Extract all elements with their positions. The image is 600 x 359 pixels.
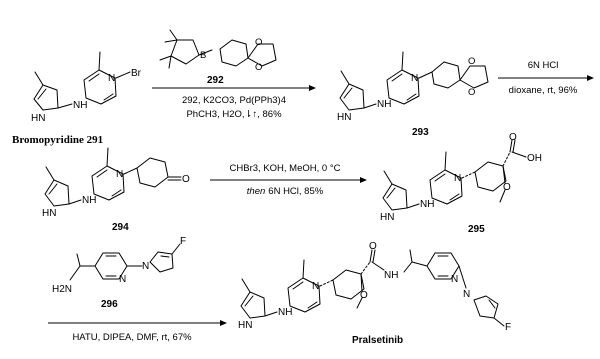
pyrimidine-n-label: N	[116, 169, 123, 180]
compound-291-label: Bromopyridine 291	[12, 134, 103, 146]
step2-reagents: 6N HCl	[528, 60, 559, 71]
pyrazole-n-label: N	[142, 261, 149, 272]
pyrazole-hn-label: HN	[238, 320, 252, 331]
amide-o-label: O	[369, 241, 377, 252]
step-4: HATU, DIPEA, DMF, rt, 67%	[48, 320, 227, 343]
amine-nh-label: NH	[420, 199, 434, 210]
amide-nh-label: NH	[384, 270, 398, 281]
amine-h2n-label: H2N	[52, 284, 72, 295]
pyrazole-hn-label: HN	[31, 113, 45, 124]
compound-291: HN NH N Br Bromopyridine 291	[12, 51, 142, 146]
step-2: 6N HCl dioxane, rt, 96%	[498, 60, 594, 96]
fluoro-label: F	[180, 236, 186, 247]
h2n-text: H2N	[52, 284, 72, 295]
amine-nh-label: NH	[73, 100, 87, 111]
compound-294: HN NH N O 294	[42, 147, 190, 233]
pyridine-n-label: N	[451, 274, 458, 285]
pyridine-n-label: N	[119, 274, 126, 285]
compound-296: H2N N N F 296	[52, 236, 186, 310]
methoxy-o-label: O	[503, 182, 511, 193]
step3-conditions: 6N HCl, 85%	[268, 186, 323, 197]
hydroxyl-label: OH	[527, 153, 542, 164]
amine-nh-label: NH	[377, 99, 391, 110]
compound-293-label: 293	[412, 127, 429, 138]
carbonyl-o-label: O	[509, 132, 517, 143]
pyrazole-hn-label: HN	[42, 208, 56, 219]
compound-293: HN NH N O O 293	[337, 51, 489, 138]
compound-296-label: 296	[101, 299, 118, 310]
dioxolane-o2-label: O	[468, 87, 475, 98]
pyrimidine-n-label: N	[312, 281, 319, 292]
product-pralsetinib: HN NH N O O NH N N F Pralsetinib	[238, 241, 511, 346]
amine-nh-label: NH	[82, 195, 96, 206]
step1-reagents: 292, K2CO3, Pd(PPh3)4	[182, 95, 286, 106]
step1-conditions: PhCH3, H2O,⇂↑, 86%	[186, 109, 282, 120]
dioxolane-o2-label: O	[255, 62, 262, 73]
amine-nh-label: NH	[278, 307, 292, 318]
compound-292-label: 292	[207, 75, 224, 86]
ketone-o-label: O	[182, 174, 190, 185]
dioxolane-o1-label: O	[255, 37, 262, 48]
dioxolane-o1-label: O	[468, 56, 475, 67]
pyrimidine-n-label: N	[108, 73, 115, 84]
fluoro-label: F	[505, 322, 511, 333]
pyrazole-hn-label: HN	[337, 112, 351, 123]
methoxy-o-label: O	[360, 290, 368, 301]
step4-reagents: HATU, DIPEA, DMF, rt, 67%	[72, 332, 192, 343]
pyrazole-hn-label: HN	[380, 212, 394, 223]
step2-conditions: dioxane, rt, 96%	[509, 85, 578, 96]
step3-reagents: CHBr3, KOH, MeOH, 0 °C	[230, 163, 341, 174]
compound-295-label: 295	[468, 224, 485, 235]
boron-label: B	[200, 50, 206, 61]
product-label: Pralsetinib	[352, 335, 403, 346]
pyrimidine-n-label: N	[454, 173, 461, 184]
compound-295: HN NH N O OH O 295	[380, 132, 542, 235]
pyrimidine-n-label: N	[411, 73, 418, 84]
compound-294-label: 294	[112, 222, 129, 233]
bromo-label: Br	[131, 68, 142, 79]
step3-then: then	[247, 186, 266, 197]
pyrazole-n-label: N	[463, 289, 470, 300]
compound-292: B O O 292	[159, 29, 277, 86]
step-1: 292, K2CO3, Pd(PPh3)4 PhCH3, H2O,⇂↑, 86%	[152, 85, 316, 120]
